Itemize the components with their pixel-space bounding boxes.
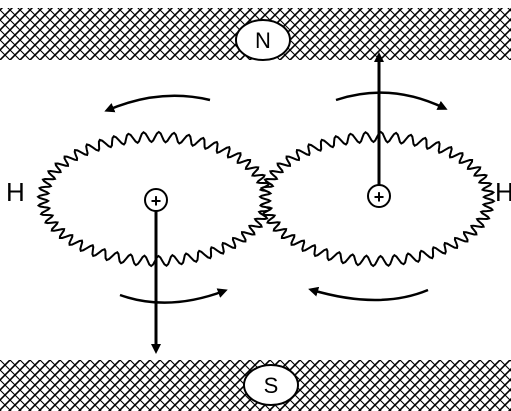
north-label: N	[255, 28, 271, 53]
south-label: S	[264, 373, 279, 398]
left-bottom-rotation-arrow	[119, 288, 228, 304]
right-bottom-rotation-arrow	[308, 286, 429, 302]
left-top-rotation-arrow	[104, 94, 211, 113]
right-h-label: H	[495, 177, 511, 207]
left-center-plus: +	[151, 191, 162, 211]
south-label-bubble	[243, 364, 299, 406]
left-h-label: H	[6, 177, 25, 207]
right-top-rotation-arrow	[335, 91, 448, 110]
south-pole: S	[0, 360, 511, 411]
right-gear-center: +	[367, 184, 391, 208]
north-label-bubble	[235, 19, 291, 61]
right-center-plus: +	[374, 187, 385, 207]
left-gear-center: +	[144, 188, 168, 212]
north-pole: N	[0, 8, 511, 61]
